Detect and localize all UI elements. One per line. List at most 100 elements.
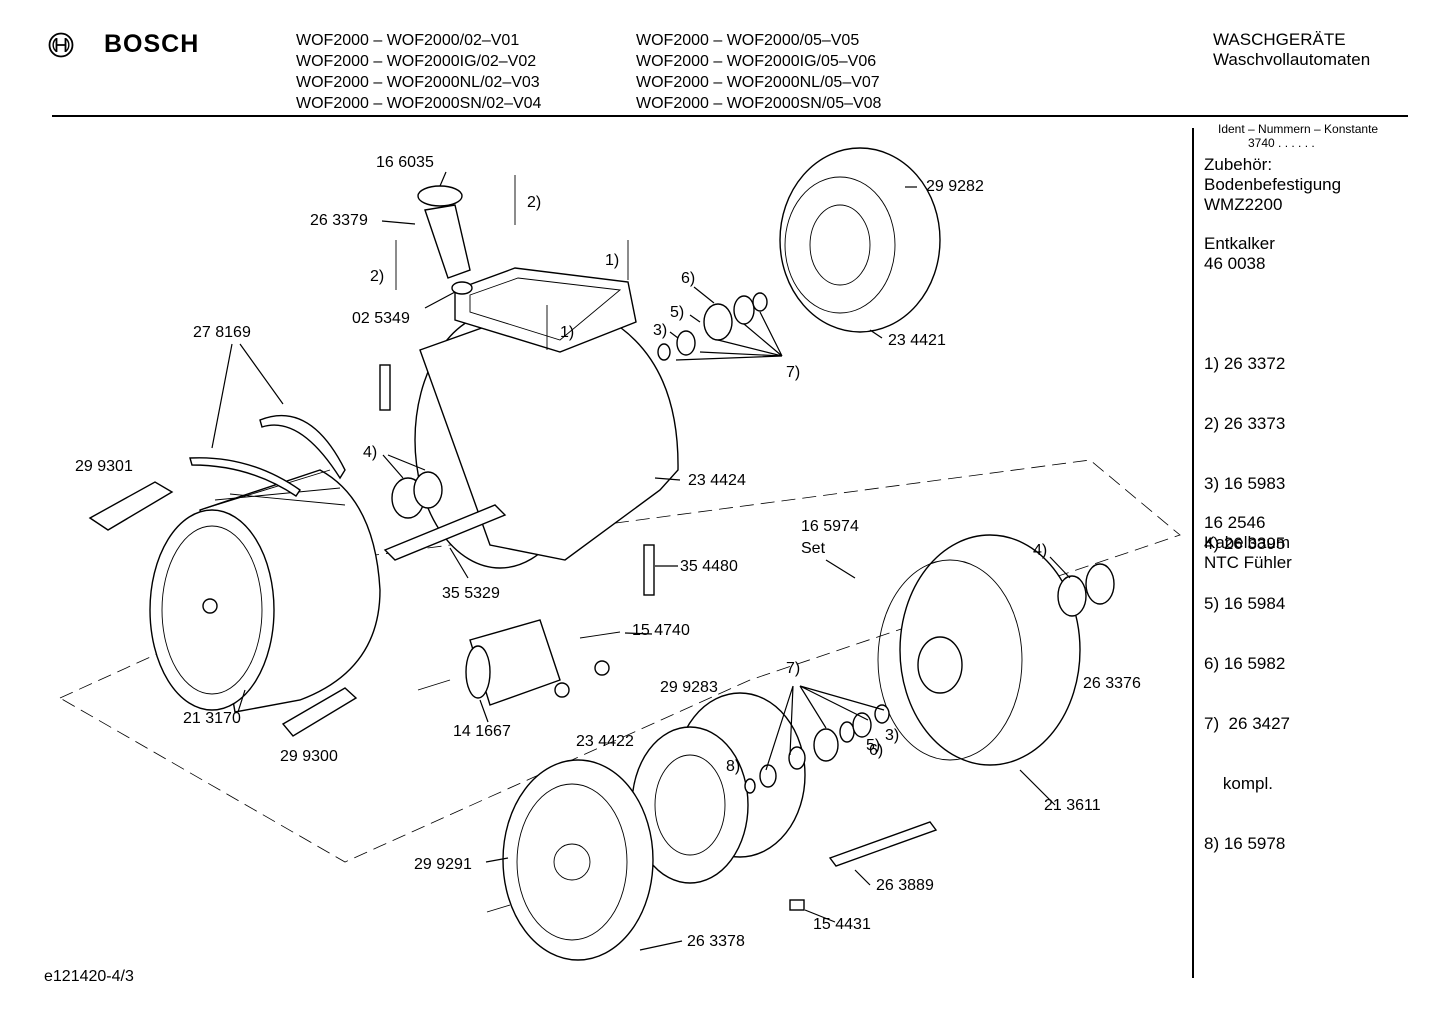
legend-line: 8) 16 5978 xyxy=(1204,834,1286,853)
accessory-line: Zubehör: xyxy=(1204,155,1273,174)
model-line: WOF2000 – WOF2000NL/02–V03 xyxy=(296,74,540,91)
brand-name: BOSCH xyxy=(104,30,200,58)
model-list-1: WOF2000 – WOF2000/02–V01 WOF2000 – WOF20… xyxy=(296,30,541,114)
part-label: 29 9282 xyxy=(926,178,984,195)
drum-part xyxy=(149,469,381,713)
part-label: 6) xyxy=(869,742,884,759)
part-label: 35 5329 xyxy=(442,585,500,602)
cable-line: NTC Fühler xyxy=(1204,553,1292,572)
part-label: 8) xyxy=(726,758,741,775)
accessory-line: WMZ2200 xyxy=(1204,195,1283,214)
screw-part xyxy=(417,679,451,691)
screw-part xyxy=(579,631,621,639)
model-line: WOF2000 – WOF2000IG/05–V06 xyxy=(636,53,877,70)
part-label: 3) xyxy=(653,322,668,339)
front-ring-part xyxy=(631,692,806,884)
model-line: WOF2000 – WOF2000NL/05–V07 xyxy=(636,74,880,91)
category-block: WASCHGERÄTE Waschvollautomaten xyxy=(1213,30,1370,70)
bearing-part xyxy=(874,704,890,724)
part-label: 16 5974 xyxy=(801,518,859,535)
part-label: Set xyxy=(801,540,826,557)
legend-line: 4) 26 3395 xyxy=(1204,534,1286,553)
descaler-block: Entkalker 46 0038 xyxy=(1204,234,1275,274)
bush-part xyxy=(554,682,570,698)
seal-part xyxy=(1057,575,1087,617)
part-label: 29 9283 xyxy=(660,679,718,696)
part-label: 21 3611 xyxy=(1044,797,1101,814)
cable-line: Kabelbaum xyxy=(1204,533,1291,552)
part-label: 1) xyxy=(605,252,620,269)
clamp-part xyxy=(417,185,463,207)
model-line: WOF2000 – WOF2000IG/02–V02 xyxy=(296,53,537,70)
legend-line: 5) 16 5984 xyxy=(1204,594,1286,613)
spider-arm-part xyxy=(259,415,346,480)
part-label: 23 4422 xyxy=(576,733,634,750)
part-label: 16 6035 xyxy=(376,154,434,171)
model-line: WOF2000 – WOF2000/05–V05 xyxy=(636,32,860,49)
part-label: 29 9300 xyxy=(280,748,338,765)
bearing-part xyxy=(788,746,806,770)
part-label: 26 3889 xyxy=(876,877,934,894)
bearing-part xyxy=(752,292,768,312)
bosch-logo-icon xyxy=(48,32,74,58)
part-label: 2) xyxy=(527,194,542,211)
bush-part xyxy=(594,660,610,676)
part-label: 6) xyxy=(681,270,696,287)
part-label: 26 3376 xyxy=(1083,675,1141,692)
bearing-part xyxy=(733,295,755,325)
bearing-part xyxy=(813,728,839,762)
accessory-line: Bodenbefestigung xyxy=(1204,175,1342,194)
cable-block: 16 2546 Kabelbaum NTC Fühler xyxy=(1204,513,1292,573)
bearing-part xyxy=(703,303,733,341)
part-label: 35 4480 xyxy=(680,558,738,575)
spider-arm-part xyxy=(189,457,301,497)
part-label: 14 1667 xyxy=(453,723,511,740)
door-ring-part xyxy=(502,759,654,961)
sidebar-rule xyxy=(1192,128,1194,978)
motor-part xyxy=(465,619,561,706)
accessory-block: Zubehör: Bodenbefestigung WMZ2200 xyxy=(1204,155,1341,215)
model-list-2: WOF2000 – WOF2000/05–V05 WOF2000 – WOF20… xyxy=(636,30,881,114)
leader-lines xyxy=(211,171,1071,951)
bearing-part xyxy=(657,343,671,361)
part-label: 15 4431 xyxy=(813,916,871,933)
legend-line: 2) 26 3373 xyxy=(1204,414,1286,433)
descaler-line: Entkalker xyxy=(1204,234,1275,253)
legend-line: 6) 16 5982 xyxy=(1204,654,1286,673)
bearing-part xyxy=(759,764,777,788)
model-line: WOF2000 – WOF2000SN/05–V08 xyxy=(636,95,882,112)
part-label: 5) xyxy=(866,737,881,754)
part-label: 7) xyxy=(786,660,801,677)
seal-part xyxy=(1085,563,1115,605)
model-line: WOF2000 – WOF2000/02–V01 xyxy=(296,32,520,49)
part-label: 2) xyxy=(370,268,385,285)
category-subtitle: Waschvollautomaten xyxy=(1213,50,1371,69)
tub-rear-part xyxy=(779,147,941,333)
model-line: WOF2000 – WOF2000SN/02–V04 xyxy=(296,95,542,112)
descaler-line: 46 0038 xyxy=(1204,254,1266,273)
part-label: 23 4421 xyxy=(888,332,946,349)
part-label: 29 9291 xyxy=(414,856,472,873)
cable-line: 16 2546 xyxy=(1204,513,1266,532)
part-label: 15 4740 xyxy=(632,622,690,639)
part-label: 4) xyxy=(363,444,378,461)
part-label: 26 3379 xyxy=(310,212,368,229)
part-label: 21 3170 xyxy=(183,710,241,727)
part-label: 3) xyxy=(885,727,900,744)
part-label: 1) xyxy=(560,324,575,341)
drawing-reference: e121420-4/3 xyxy=(44,968,134,985)
tub-part xyxy=(414,267,679,569)
legend-line: 3) 16 5983 xyxy=(1204,474,1286,493)
screw-part xyxy=(486,904,511,913)
seal-part xyxy=(413,471,443,509)
weight-left-part xyxy=(88,481,174,531)
part-label: 02 5349 xyxy=(352,310,410,327)
part-label: 7) xyxy=(786,364,801,381)
part-label: 29 9301 xyxy=(75,458,133,475)
part-label: 4) xyxy=(1033,542,1048,559)
legend-line: 7) 26 3427 xyxy=(1204,714,1291,733)
weight-right-part xyxy=(281,687,358,737)
bearing-part xyxy=(839,721,855,743)
pcb-part xyxy=(383,504,507,561)
heater-part xyxy=(828,821,938,867)
